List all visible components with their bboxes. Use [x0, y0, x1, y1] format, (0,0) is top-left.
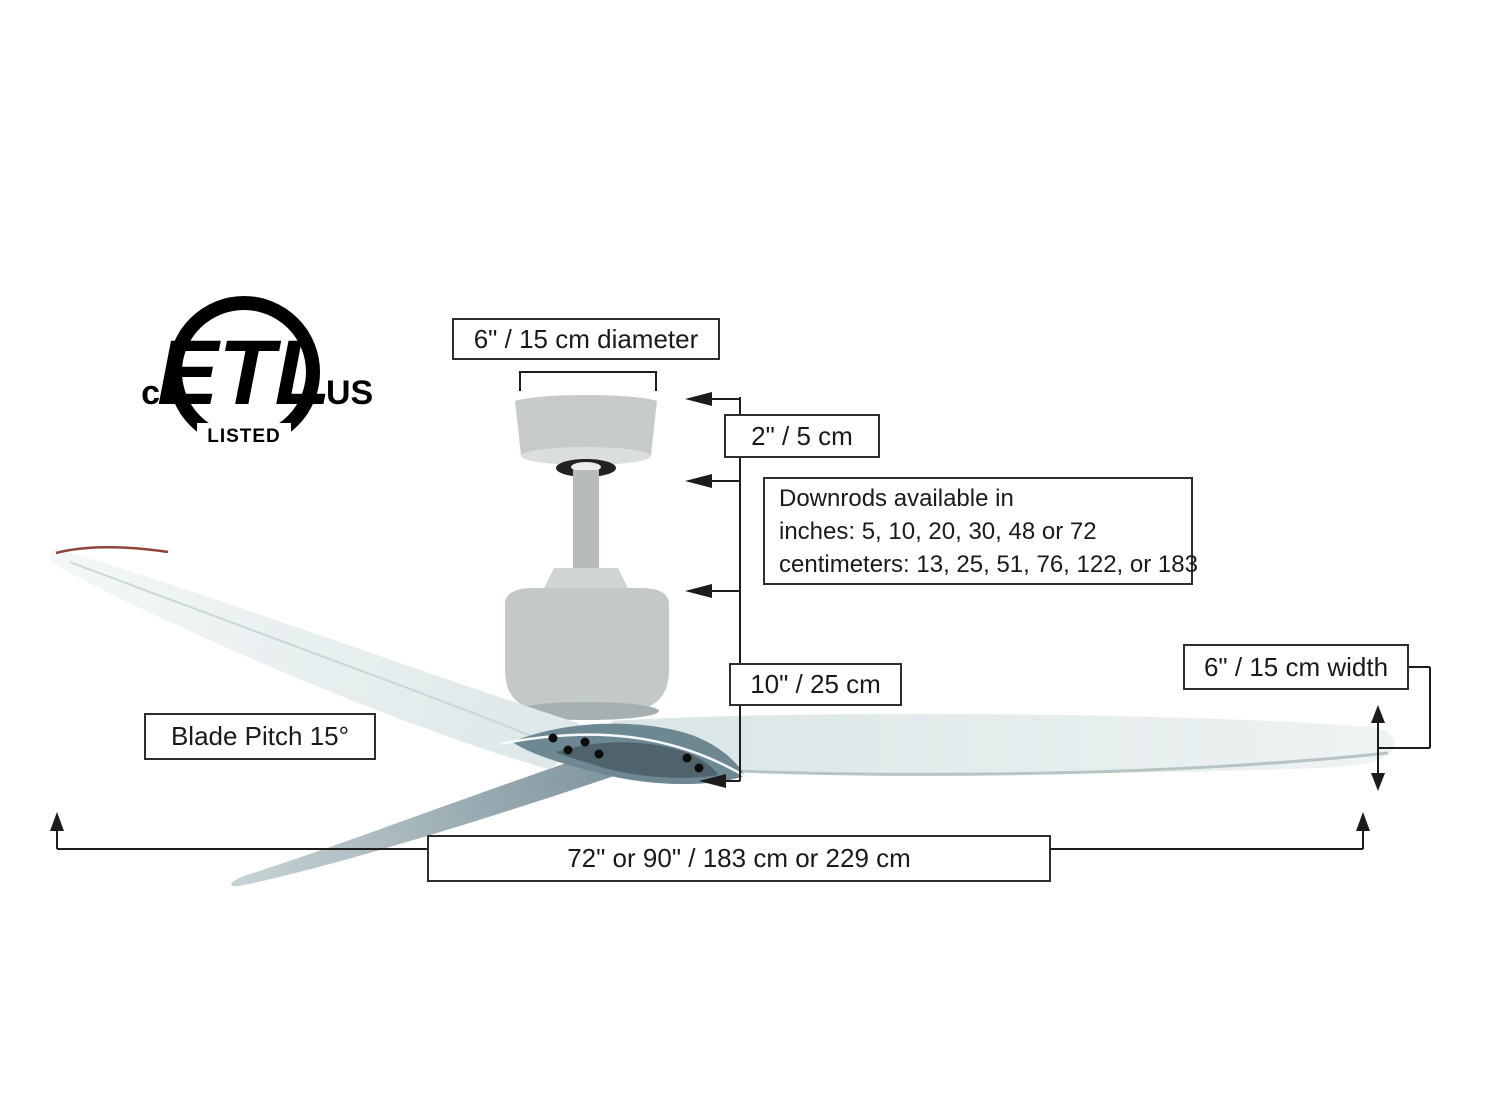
downrod-coupler: [542, 568, 630, 592]
arrow-blade-width-top: [1371, 705, 1385, 723]
arrow-span-left: [50, 812, 64, 831]
arrow-span-right: [1356, 812, 1370, 831]
canopy-collar-inner: [571, 462, 601, 472]
canopy-height-label: 2" / 5 cm: [724, 414, 880, 458]
canopy-diameter-label: 6" / 15 cm diameter: [452, 318, 720, 360]
hub-screw: [563, 745, 573, 755]
hub-highlight: [499, 733, 749, 780]
hub-screw: [594, 749, 604, 759]
canopy-rim: [521, 447, 651, 465]
downrod-line-3: centimeters: 13, 25, 51, 76, 122, or 183: [779, 550, 1198, 578]
etl-us-text: US: [326, 374, 373, 412]
arrow-motor-top: [685, 584, 712, 598]
etl-listed-text: LISTED: [207, 426, 281, 447]
etl-letters: ETL: [157, 322, 331, 424]
blade-tip-detail: [55, 545, 169, 555]
etl-listed-band: [197, 423, 291, 448]
arrow-canopy-top: [685, 392, 712, 406]
fan-illustration: [49, 395, 1395, 887]
arrow-blade-width-bottom: [1371, 773, 1385, 791]
downrod: [573, 470, 599, 570]
hub-screw: [580, 737, 590, 747]
blade-pitch-label: Blade Pitch 15°: [144, 713, 376, 760]
arrow-blade-plane: [699, 774, 726, 788]
downrod-options-label: Downrods available in inches: 5, 10, 20,…: [763, 477, 1198, 585]
motor-height-label: 10" / 25 cm: [729, 663, 902, 706]
canopy: [515, 395, 657, 463]
downrod-line-2: inches: 5, 10, 20, 30, 48 or 72: [779, 517, 1097, 545]
arrow-canopy-bottom: [685, 474, 712, 488]
blade-width-label: 6" / 15 cm width: [1183, 644, 1409, 690]
blade-lower-left: [231, 750, 629, 887]
dimension-arrows: [50, 392, 1385, 831]
etl-listed-logo: ETL LISTED c US: [141, 296, 373, 448]
hub-screw: [548, 733, 558, 743]
hub-screw: [682, 753, 692, 763]
motor-housing: [505, 588, 669, 712]
blade-upper-left-crease: [69, 561, 547, 743]
blade-right: [608, 714, 1395, 774]
hub-screw: [694, 763, 704, 773]
etl-c-text: c: [141, 374, 160, 412]
blade-span-label: 72" or 90" / 183 cm or 229 cm: [427, 835, 1051, 882]
downrod-line-1: Downrods available in: [779, 484, 1014, 512]
canopy-diameter-bracket: [519, 371, 657, 391]
